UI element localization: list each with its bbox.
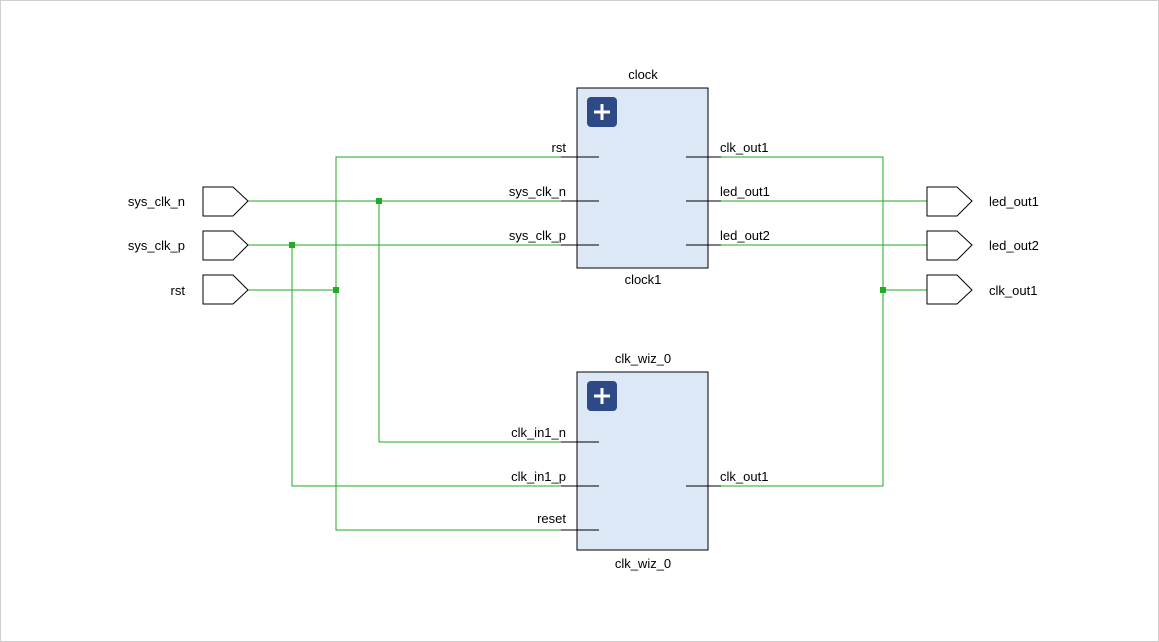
output-port-icon[interactable] bbox=[926, 274, 973, 305]
pin-label-reset[interactable]: reset bbox=[537, 511, 566, 526]
pin-label-rst[interactable]: rst bbox=[552, 140, 567, 155]
external-input-ports: sys_clk_n sys_clk_p rst bbox=[128, 186, 249, 305]
input-port-label: sys_clk_p bbox=[128, 238, 185, 253]
input-port-sys-clk-p[interactable]: sys_clk_p bbox=[128, 230, 249, 261]
input-port-icon[interactable] bbox=[202, 274, 249, 305]
net-sys-clk-n-branch[interactable] bbox=[378, 201, 561, 443]
output-port-led-out2[interactable]: led_out2 bbox=[926, 230, 1039, 261]
net-sys-clk-p-branch[interactable] bbox=[291, 245, 561, 487]
input-port-sys-clk-n[interactable]: sys_clk_n bbox=[128, 186, 249, 217]
block-title: clock bbox=[628, 67, 658, 82]
output-port-label: led_out2 bbox=[989, 238, 1039, 253]
net-rst-branch[interactable] bbox=[335, 156, 561, 531]
external-output-ports: led_out1 led_out2 clk_out1 bbox=[926, 186, 1039, 305]
junction-dot bbox=[289, 242, 295, 248]
nets bbox=[248, 156, 927, 531]
net-clk-out1-clock[interactable] bbox=[711, 156, 884, 290]
block-clock[interactable]: clock rst sys_clk_n sys_clk_p clk_out1 l… bbox=[509, 67, 770, 287]
plus-icon[interactable] bbox=[587, 381, 617, 411]
output-port-icon[interactable] bbox=[926, 186, 973, 217]
block-instance-name: clk_wiz_0 bbox=[615, 556, 671, 571]
junction-dot bbox=[376, 198, 382, 204]
input-port-label: rst bbox=[171, 283, 186, 298]
input-port-rst[interactable]: rst bbox=[171, 274, 249, 305]
output-port-clk-out1[interactable]: clk_out1 bbox=[926, 274, 1037, 305]
plus-icon[interactable] bbox=[587, 97, 617, 127]
input-port-icon[interactable] bbox=[202, 230, 249, 261]
output-port-icon[interactable] bbox=[926, 230, 973, 261]
pin-label-clk-in1-p[interactable]: clk_in1_p bbox=[511, 469, 566, 484]
pin-label-sys-clk-n[interactable]: sys_clk_n bbox=[509, 184, 566, 199]
output-port-led-out1[interactable]: led_out1 bbox=[926, 186, 1039, 217]
block-instance-name: clock1 bbox=[625, 272, 662, 287]
input-port-icon[interactable] bbox=[202, 186, 249, 217]
pin-label-clk-out1[interactable]: clk_out1 bbox=[720, 140, 768, 155]
pin-label-led-out1[interactable]: led_out1 bbox=[720, 184, 770, 199]
pin-label-led-out2[interactable]: led_out2 bbox=[720, 228, 770, 243]
net-clk-out1-wiz[interactable] bbox=[711, 290, 884, 487]
block-clk-wiz[interactable]: clk_wiz_0 clk_in1_n clk_in1_p reset clk_… bbox=[511, 351, 768, 571]
output-port-label: led_out1 bbox=[989, 194, 1039, 209]
junction-dot bbox=[880, 287, 886, 293]
pin-label-clk-in1-n[interactable]: clk_in1_n bbox=[511, 425, 566, 440]
junction-dot bbox=[333, 287, 339, 293]
output-port-label: clk_out1 bbox=[989, 283, 1037, 298]
pin-label-clk-out1[interactable]: clk_out1 bbox=[720, 469, 768, 484]
pin-label-sys-clk-p[interactable]: sys_clk_p bbox=[509, 228, 566, 243]
input-port-label: sys_clk_n bbox=[128, 194, 185, 209]
block-title: clk_wiz_0 bbox=[615, 351, 671, 366]
